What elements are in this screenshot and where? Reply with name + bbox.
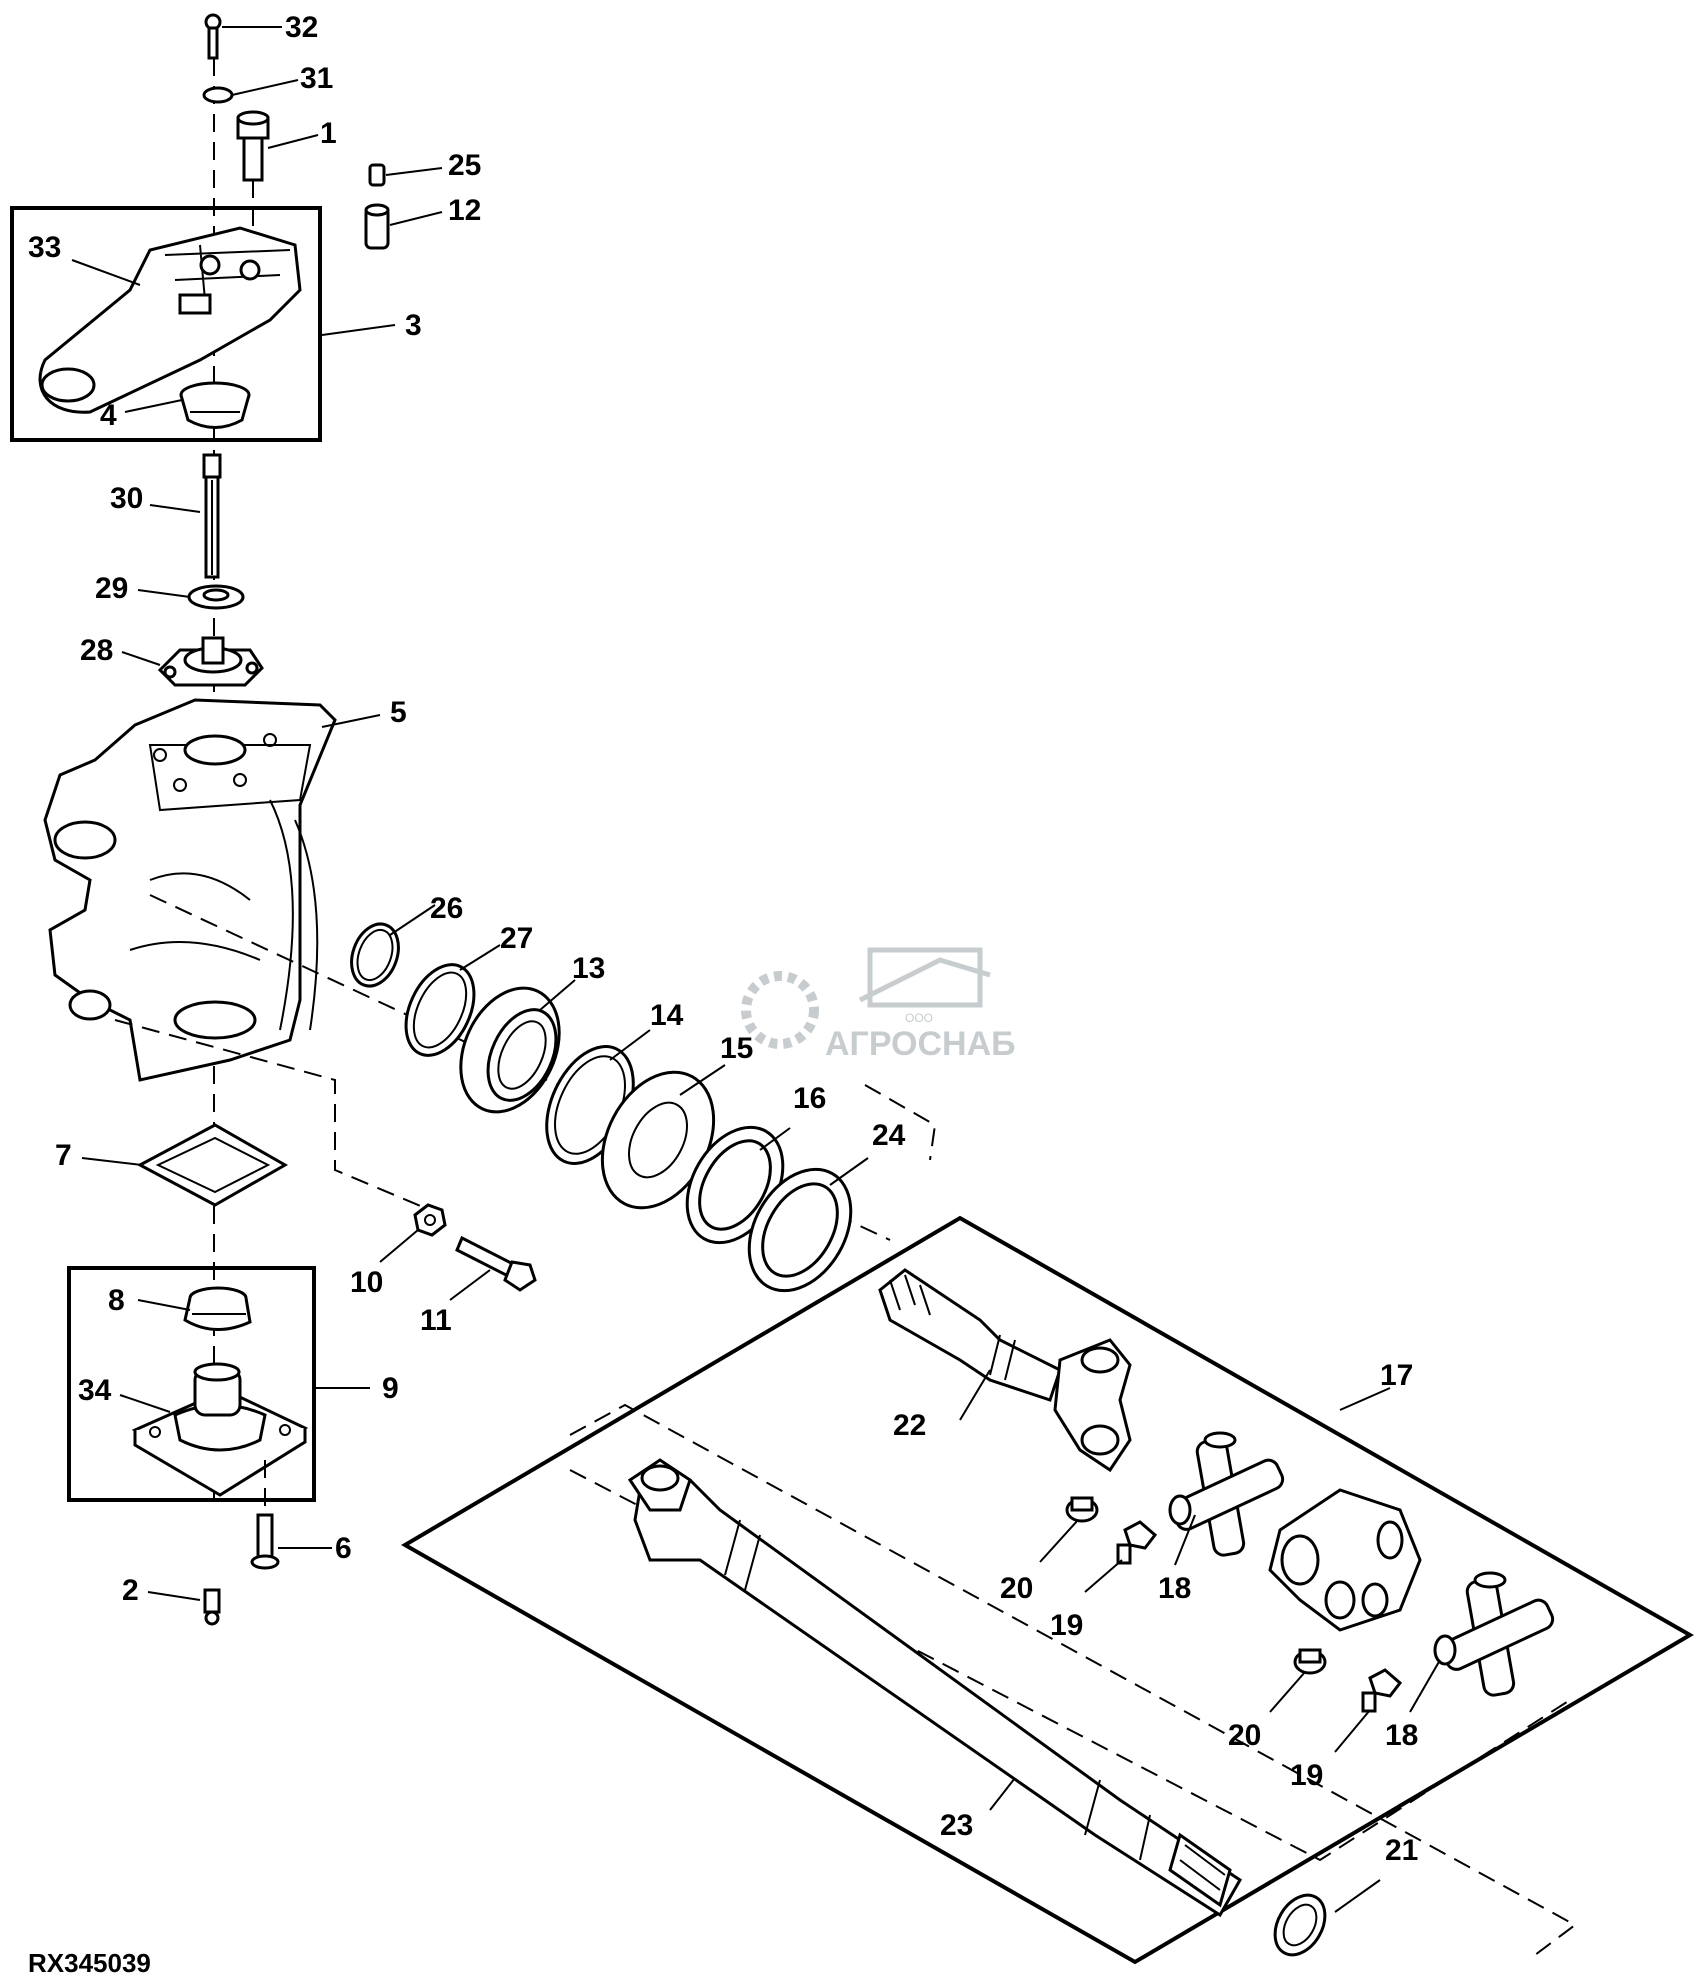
- leader-lines: [71, 26, 1441, 1913]
- part-2-grease-fitting: [203, 1588, 221, 1626]
- part-13-bearing: [459, 986, 561, 1114]
- part-23-inner-axle: [627, 1458, 1242, 1918]
- part-32-screw: [204, 13, 222, 60]
- callout-2: 2: [122, 1574, 139, 1607]
- part-22-outer-axle: [878, 1268, 1132, 1473]
- part-34-lower-housing: [131, 1362, 309, 1497]
- callout-22: 22: [893, 1409, 926, 1442]
- callout-33: 33: [28, 231, 61, 264]
- callout-29: 29: [95, 572, 128, 605]
- part-27-ring: [404, 963, 476, 1057]
- assembly-3-box: [10, 206, 322, 442]
- part-1-bolt: [236, 110, 270, 182]
- part-20-plug-lower: [1293, 1648, 1327, 1675]
- callout-13: 13: [572, 952, 605, 985]
- callout-labels: 32 31 1 25 12 33 3 4 30 29 28 5 26 27 13…: [28, 11, 1418, 1867]
- callout-16: 16: [793, 1082, 826, 1115]
- callout-7: 7: [55, 1139, 72, 1172]
- part-30-shaft: [202, 453, 222, 579]
- part-33-steering-arm: [38, 226, 302, 414]
- watermark-text: АГРОСНАБ: [825, 1025, 1016, 1063]
- callout-21: 21: [1385, 1834, 1418, 1867]
- callout-9: 9: [382, 1372, 399, 1405]
- part-18-cross-upper: [1168, 1431, 1285, 1557]
- part-25-pin: [368, 163, 386, 187]
- callout-26: 26: [430, 892, 463, 925]
- callout-25: 25: [448, 149, 481, 182]
- callout-18-upper: 18: [1158, 1572, 1191, 1605]
- part-11-bolt: [455, 1235, 537, 1292]
- callout-17: 17: [1380, 1359, 1413, 1392]
- part-29-seal: [187, 584, 245, 610]
- part-8-bearing-cone: [183, 1286, 252, 1332]
- callout-4: 4: [100, 399, 117, 432]
- callout-19-lower: 19: [1290, 1759, 1323, 1792]
- part-12-sleeve: [364, 203, 390, 250]
- callout-23: 23: [940, 1809, 973, 1842]
- callout-27: 27: [500, 922, 533, 955]
- part-21-ring: [1273, 1893, 1327, 1957]
- figure-id: RX345039: [28, 1948, 151, 1978]
- callout-8: 8: [108, 1284, 125, 1317]
- callout-34: 34: [78, 1374, 112, 1407]
- callout-32: 32: [285, 11, 318, 44]
- callout-19-upper: 19: [1050, 1609, 1083, 1642]
- callout-28: 28: [80, 634, 113, 667]
- part-19-fitting-upper: [1116, 1520, 1158, 1565]
- callout-24: 24: [872, 1119, 906, 1152]
- callout-12: 12: [448, 194, 481, 227]
- part-20-plug-upper: [1065, 1496, 1099, 1523]
- part-19-fitting-lower: [1361, 1668, 1403, 1713]
- callout-14: 14: [650, 999, 684, 1032]
- callout-3: 3: [405, 309, 422, 342]
- callout-31: 31: [300, 62, 333, 95]
- part-24-seal: [747, 1167, 853, 1293]
- callout-6: 6: [335, 1532, 352, 1565]
- callout-20-lower: 20: [1228, 1719, 1261, 1752]
- part-5-knuckle-housing: [43, 698, 337, 1082]
- callout-20-upper: 20: [1000, 1572, 1033, 1605]
- assembly-17-box: [401, 1215, 1694, 1965]
- callout-10: 10: [350, 1266, 383, 1299]
- watermark-small-text: ООО: [905, 1011, 933, 1025]
- callout-30: 30: [110, 482, 143, 515]
- callout-15: 15: [720, 1032, 753, 1065]
- part-18-cross-lower: [1433, 1571, 1555, 1697]
- callout-18-lower: 18: [1385, 1719, 1418, 1752]
- part-15-spacer: [600, 1070, 716, 1210]
- part-6-bolt: [250, 1513, 280, 1570]
- part-26-snap-ring: [350, 922, 400, 988]
- part-7-gasket: [136, 1123, 289, 1207]
- part-28-housing: [157, 636, 264, 687]
- part-4-bearing-cone: [179, 381, 251, 429]
- assembly-9-box: [67, 1266, 316, 1502]
- callout-11: 11: [420, 1304, 452, 1337]
- watermark-logo: ООО АГРОСНАБ: [741, 947, 1016, 1063]
- part-17-center-yoke: [1268, 1488, 1422, 1632]
- callout-5: 5: [390, 696, 407, 729]
- part-10-nut: [413, 1203, 447, 1237]
- callout-1: 1: [320, 117, 337, 150]
- part-31-washer: [202, 86, 234, 104]
